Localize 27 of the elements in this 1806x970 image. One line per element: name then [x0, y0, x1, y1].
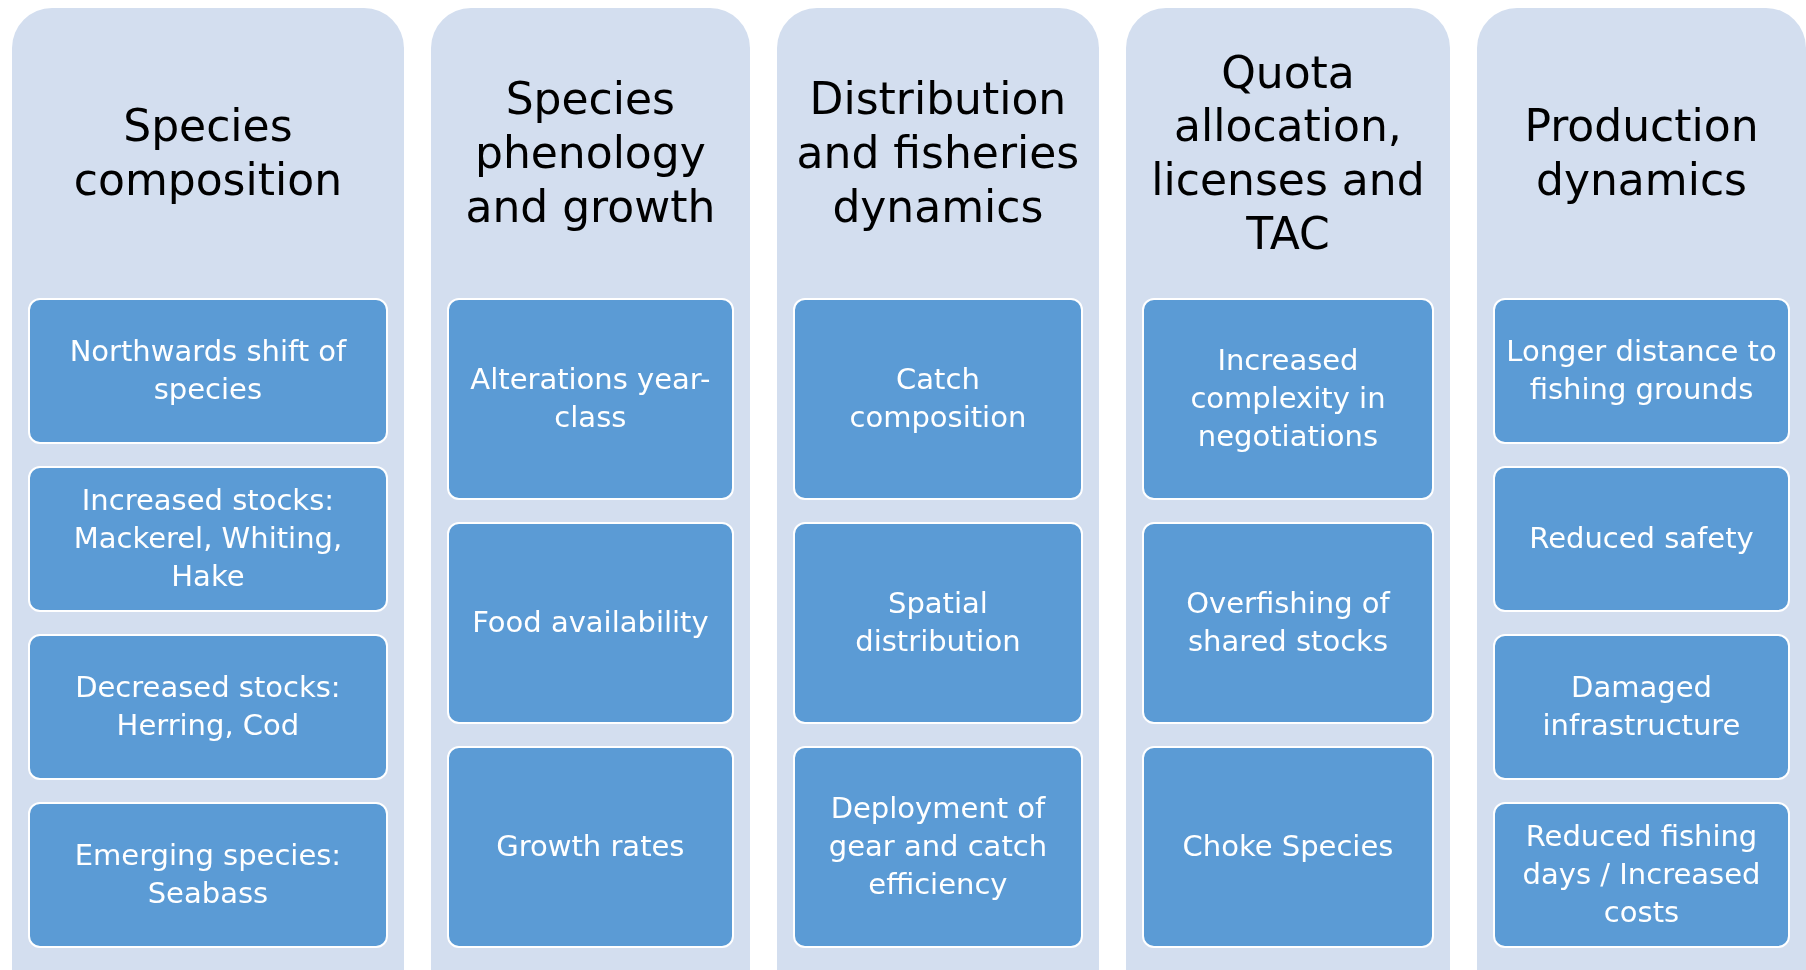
item-box: Increased stocks: Mackerel, Whiting, Hake [28, 466, 388, 612]
item-box: Northwards shift of species [28, 298, 388, 444]
column-heading: Species composition [72, 99, 344, 207]
item-box: Decreased stocks: Herring, Cod [28, 634, 388, 780]
item-box: Spatial distribution [792, 522, 1083, 724]
item-box: Longer distance to fishing grounds [1493, 298, 1790, 444]
item-box: Food availability [446, 522, 734, 724]
item-box: Alterations year-class [446, 298, 734, 500]
item-box: Damaged infrastructure [1493, 634, 1790, 780]
item-box: Reduced safety [1493, 466, 1790, 612]
item-box: Emerging species: Seabass [28, 802, 388, 948]
item-box: Increased complexity in negotiations [1141, 298, 1434, 500]
item-box: Choke Species [1141, 746, 1434, 948]
item-box: Deployment of gear and catch efficiency [792, 746, 1083, 948]
column-heading: Production dynamics [1523, 99, 1760, 207]
column-panel [1477, 8, 1806, 970]
item-box: Reduced fishing days / Increased costs [1493, 802, 1790, 948]
column-heading: Species phenology and growth [464, 72, 717, 234]
column-heading: Distribution and fisheries dynamics [795, 72, 1081, 234]
column-panel [1125, 8, 1450, 970]
item-box: Overfishing of shared stocks [1141, 522, 1434, 724]
column-heading: Quota allocation, licenses and TAC [1150, 45, 1426, 261]
column-panel [430, 8, 750, 970]
item-box: Growth rates [446, 746, 734, 948]
column-panel [12, 8, 404, 970]
item-box: Catch composition [792, 298, 1083, 500]
column-panel [776, 8, 1099, 970]
